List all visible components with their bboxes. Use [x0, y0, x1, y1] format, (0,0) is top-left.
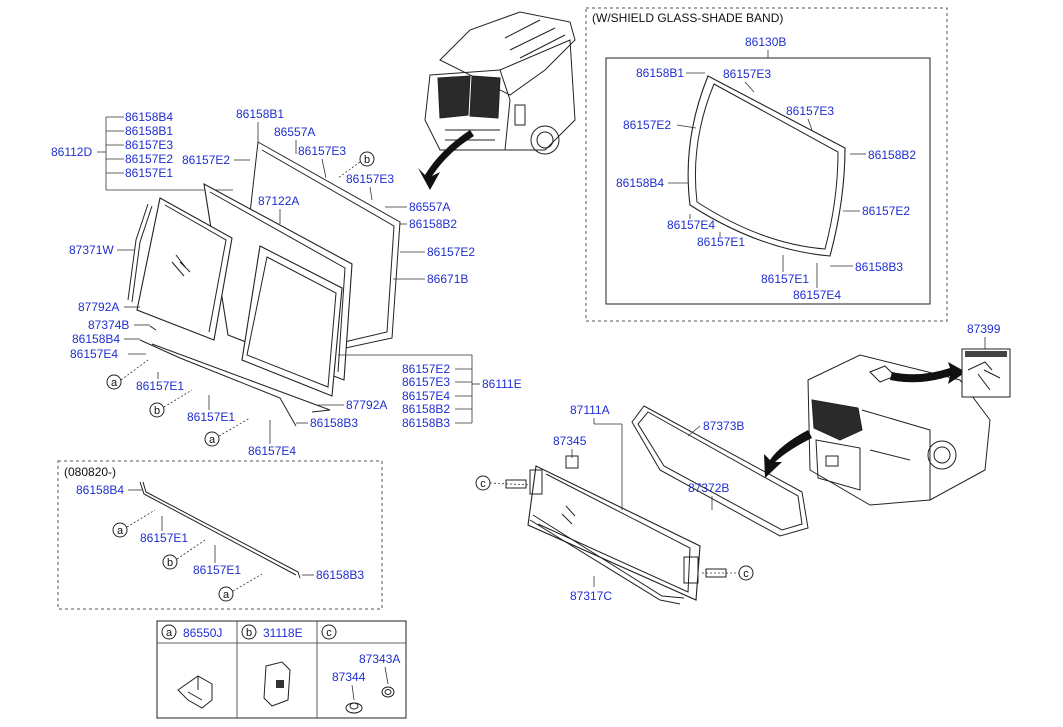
svg-text:86557A: 86557A: [274, 125, 315, 139]
svg-text:b: b: [246, 627, 252, 639]
svg-text:87399: 87399: [967, 322, 1001, 336]
svg-text:86158B1: 86158B1: [636, 66, 684, 80]
svg-text:86157E2: 86157E2: [623, 118, 671, 132]
svg-text:86557A: 86557A: [409, 200, 450, 214]
svg-text:c: c: [480, 478, 486, 490]
svg-text:86157E1: 86157E1: [125, 166, 173, 180]
shade-band-inset: (W/SHIELD GLASS-SHADE BAND) 86130B 86158…: [585, 7, 948, 322]
svg-text:86157E4: 86157E4: [402, 389, 450, 403]
svg-text:87317C: 87317C: [570, 589, 612, 603]
svg-text:b: b: [167, 557, 173, 569]
svg-text:86157E2: 86157E2: [427, 245, 475, 259]
svg-text:86158B2: 86158B2: [868, 148, 916, 162]
label-86130B: 86130B: [745, 35, 786, 49]
svg-text:c: c: [326, 627, 332, 639]
svg-text:86158B4: 86158B4: [76, 483, 124, 497]
svg-text:a: a: [111, 377, 118, 389]
svg-text:31118E: 31118E: [263, 626, 303, 640]
svg-text:86550J: 86550J: [183, 626, 222, 640]
rear-glass-group: 87111A 87345 87373B 87372B 87317C c c: [475, 403, 809, 605]
svg-text:a: a: [209, 434, 216, 446]
label-86112D: 86112D: [51, 145, 92, 159]
svg-text:86157E3: 86157E3: [125, 138, 173, 152]
svg-text:(080820-): (080820-): [64, 465, 116, 479]
svg-text:86157E2: 86157E2: [402, 362, 450, 376]
svg-text:86157E1: 86157E1: [761, 272, 809, 286]
svg-text:87111A: 87111A: [570, 403, 610, 417]
svg-text:86157E1: 86157E1: [140, 531, 188, 545]
svg-text:86157E2: 86157E2: [125, 152, 173, 166]
svg-text:87344: 87344: [332, 670, 366, 684]
svg-text:86671B: 86671B: [427, 272, 468, 286]
svg-text:a: a: [117, 525, 124, 537]
svg-text:b: b: [154, 405, 160, 417]
variant-box: (080820-) 86158B4 a 86157E1 b 86157E1 a …: [57, 460, 383, 610]
svg-text:86157E3: 86157E3: [402, 375, 450, 389]
svg-text:86158B1: 86158B1: [125, 124, 173, 138]
svg-text:86158B4: 86158B4: [72, 332, 120, 346]
svg-text:a: a: [166, 627, 173, 639]
svg-text:87792A: 87792A: [78, 300, 119, 314]
svg-text:86158B3: 86158B3: [402, 416, 450, 430]
svg-text:87374B: 87374B: [88, 318, 129, 332]
shade-labels: 86158B1 86157E3 86157E3 86157E2 86158B2 …: [616, 66, 916, 302]
svg-text:b: b: [364, 154, 370, 166]
svg-text:86158B4: 86158B4: [616, 176, 664, 190]
svg-text:86157E1: 86157E1: [136, 379, 184, 393]
svg-text:86157E3: 86157E3: [786, 104, 834, 118]
svg-text:86158B2: 86158B2: [402, 402, 450, 416]
svg-text:86158B3: 86158B3: [310, 416, 358, 430]
svg-text:86157E3: 86157E3: [298, 144, 346, 158]
svg-text:86157E1: 86157E1: [187, 410, 235, 424]
svg-text:86157E1: 86157E1: [193, 563, 241, 577]
svg-text:87345: 87345: [553, 434, 587, 448]
svg-text:86158B3: 86158B3: [316, 568, 364, 582]
svg-text:86157E4: 86157E4: [793, 288, 841, 302]
van-rear-illustration: 87399: [764, 322, 1011, 506]
svg-text:86157E4: 86157E4: [667, 218, 715, 232]
van-front-illustration: [418, 11, 576, 190]
svg-text:87373B: 87373B: [703, 419, 744, 433]
svg-text:86157E3: 86157E3: [346, 172, 394, 186]
svg-text:87372B: 87372B: [688, 481, 729, 495]
svg-text:86158B2: 86158B2: [409, 217, 457, 231]
svg-text:86157E3: 86157E3: [723, 67, 771, 81]
svg-text:86158B3: 86158B3: [855, 260, 903, 274]
svg-text:87343A: 87343A: [359, 652, 400, 666]
inset-title: (W/SHIELD GLASS-SHADE BAND): [592, 11, 783, 25]
svg-text:87792A: 87792A: [346, 398, 387, 412]
svg-text:87122A: 87122A: [258, 194, 299, 208]
svg-text:c: c: [743, 568, 749, 580]
svg-text:86157E1: 86157E1: [697, 235, 745, 249]
svg-text:86158B4: 86158B4: [125, 110, 173, 124]
svg-text:a: a: [223, 589, 230, 601]
svg-text:86157E4: 86157E4: [248, 444, 296, 458]
svg-text:86157E2: 86157E2: [182, 153, 230, 167]
svg-text:86157E4: 86157E4: [70, 347, 118, 361]
front-windshield-group: 86112D 86158B4 86158B1 86157E3 86157E2 8…: [51, 107, 522, 458]
svg-text:86157E2: 86157E2: [862, 204, 910, 218]
label-86111E: 86111E: [482, 377, 522, 391]
legend-table: a 86550J b 31118E c 87343A 87344: [156, 620, 407, 719]
svg-text:87371W: 87371W: [69, 243, 114, 257]
svg-text:86158B1: 86158B1: [236, 107, 284, 121]
